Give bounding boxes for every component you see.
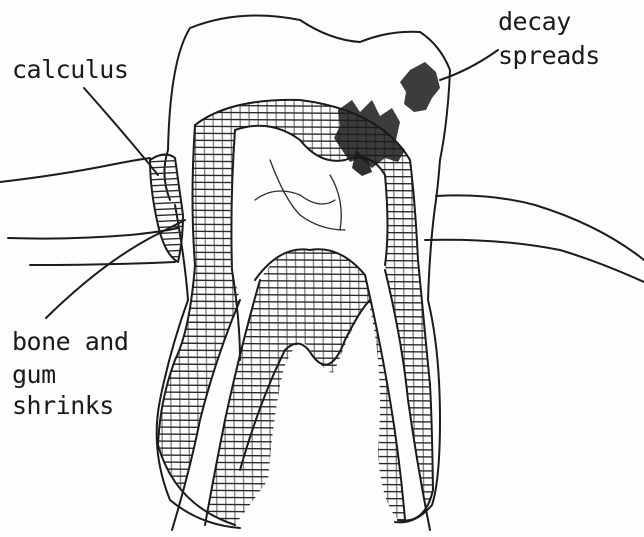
gum-line-left-upper — [0, 158, 150, 182]
leader-bone-gum — [46, 220, 185, 318]
label-shrinks: shrinks — [12, 391, 114, 420]
calculus-deposit — [145, 148, 190, 264]
dentine-hatch-line — [150, 301, 440, 303]
dentine-hatch-line — [150, 525, 440, 527]
calculus-hatch-line — [145, 202, 190, 204]
dentine-hatch-line — [150, 518, 440, 520]
calculus-hatch-line — [145, 160, 190, 162]
dentine-hatch-line — [150, 315, 440, 317]
label-calculus: calculus — [12, 55, 128, 84]
label-spreads: spreads — [498, 41, 600, 70]
dentine-hatch-line — [150, 294, 440, 296]
gum-line-right-upper — [436, 195, 644, 260]
decay-region — [334, 62, 440, 176]
gum-line-right-lower — [425, 240, 644, 282]
calculus-hatch-line — [145, 238, 190, 240]
label-gum: gum — [12, 360, 56, 389]
dentine-hatch-line — [168, 100, 172, 530]
pulp-fill — [172, 126, 430, 530]
calculus-hatch-line — [145, 172, 190, 174]
calculus-hatch-line — [145, 178, 190, 180]
bone-line-left — [30, 262, 175, 265]
label-decay: decay — [498, 7, 571, 36]
dentine-hatch-line — [150, 105, 440, 107]
dentine-hatch-line — [150, 308, 440, 310]
dentine-hatch-line — [177, 100, 181, 530]
calculus-hatch-line — [145, 244, 190, 246]
dentine-hatch-line — [150, 112, 440, 114]
label-bone-and: bone and — [12, 327, 128, 356]
